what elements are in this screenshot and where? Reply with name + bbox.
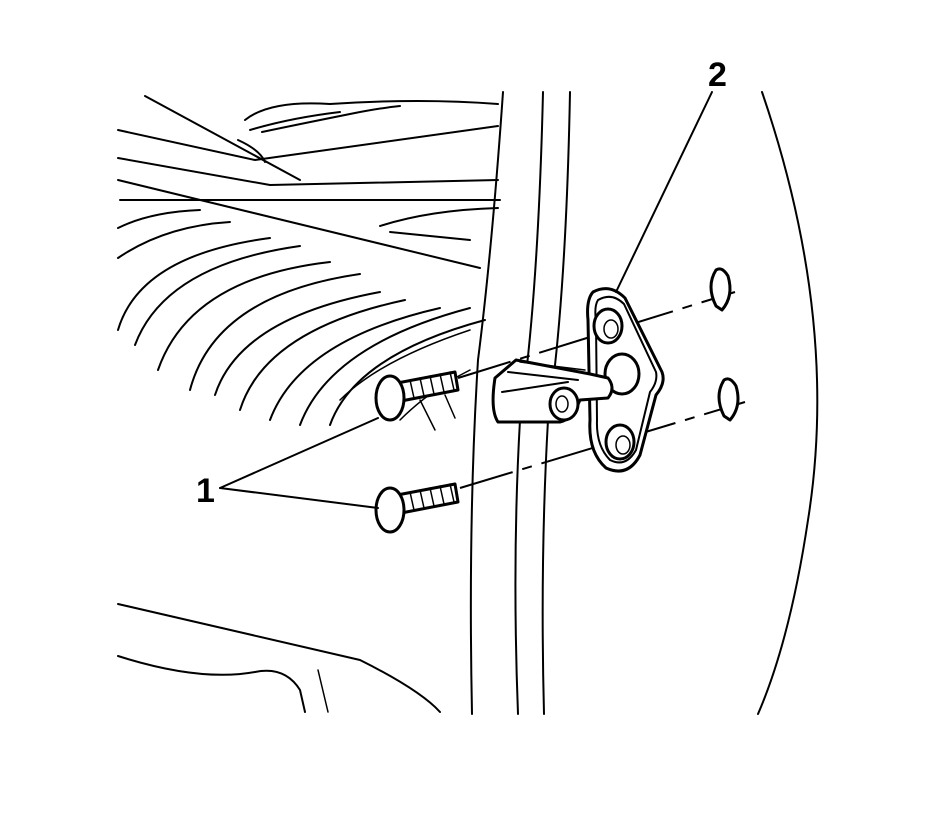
alignment-lines <box>457 291 746 489</box>
door-bolt-holes <box>709 267 740 422</box>
callout-1: 1 <box>196 417 379 510</box>
callout-2-label: 2 <box>708 56 727 94</box>
callout-1-label: 1 <box>196 472 215 510</box>
door-striker <box>491 287 665 473</box>
callout-2: 2 <box>615 56 727 293</box>
bolt-upper <box>374 370 460 422</box>
bolt-lower <box>374 482 460 534</box>
vehicle-interior-background <box>117 95 501 713</box>
